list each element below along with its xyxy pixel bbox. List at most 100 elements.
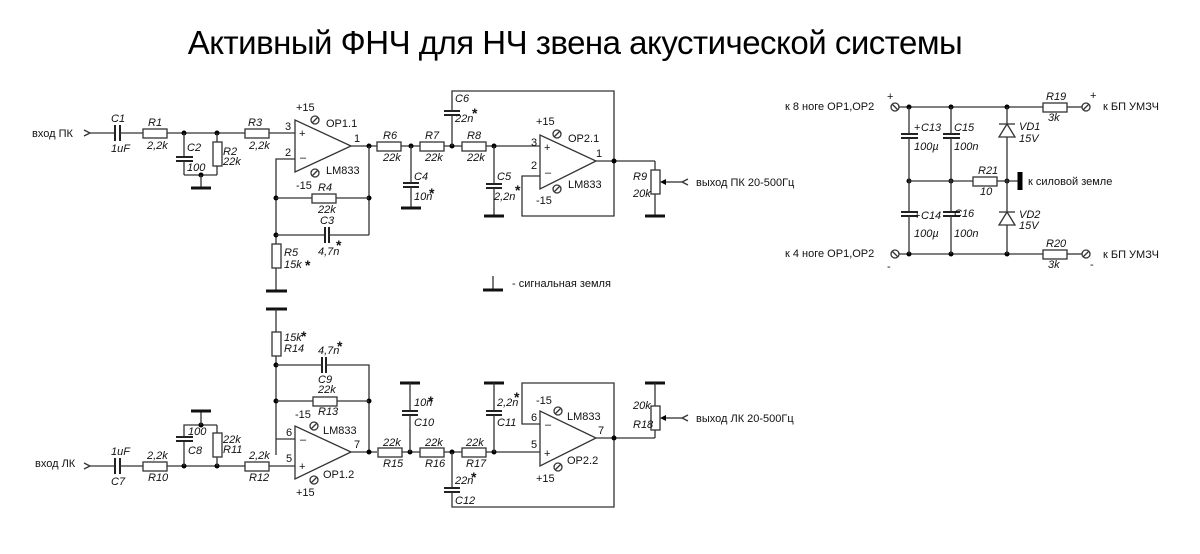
input-arrow-icon: [83, 129, 92, 137]
svg-text:*: *: [515, 182, 521, 198]
svg-text:LM833: LM833: [568, 179, 602, 191]
signal-ground-legend: - сигнальная земля: [483, 276, 611, 292]
svg-text:C4: C4: [414, 171, 428, 183]
svg-text:к силовой земле: к силовой земле: [1028, 176, 1112, 188]
svg-text:C15: C15: [954, 122, 975, 134]
capacitor-c10: 10n C10 *: [400, 381, 435, 452]
svg-text:2: 2: [531, 160, 537, 172]
svg-text:4,7n: 4,7n: [318, 345, 339, 357]
svg-text:+: +: [914, 210, 920, 222]
svg-text:+15: +15: [296, 487, 315, 499]
svg-text:100µ: 100µ: [914, 228, 939, 240]
resistor-r4: R4 22k: [276, 182, 369, 216]
resistor-r3: R3 2,2k: [244, 117, 270, 152]
resistor-r6: R6 22k: [376, 130, 402, 164]
resistor-r11: 22k R11: [212, 425, 242, 466]
svg-text:C7: C7: [111, 476, 126, 488]
svg-text:5: 5: [531, 439, 537, 451]
resistor-r12: 2,2k R12: [244, 450, 270, 484]
svg-text:+: +: [299, 128, 305, 140]
svg-text:2,2k: 2,2k: [146, 450, 168, 462]
svg-text:*: *: [336, 237, 342, 253]
svg-text:R20: R20: [1046, 238, 1067, 250]
svg-text:–: –: [545, 419, 552, 431]
capacitor-c15: C15 100n: [943, 107, 978, 212]
svg-text:*: *: [514, 389, 520, 405]
opamp-op2-1: + – 3 2 1 +15 -15 OP2.1 LM833: [531, 116, 602, 207]
capacitor-c6: C6 22n *: [444, 90, 615, 161]
svg-text:22k: 22k: [317, 384, 336, 396]
svg-text:- сигнальная земля: - сигнальная земля: [512, 278, 611, 290]
svg-text:3: 3: [285, 121, 291, 133]
svg-text:22k: 22k: [222, 156, 241, 168]
svg-text:+15: +15: [296, 102, 315, 114]
input-arrow-icon: [83, 462, 92, 470]
resistor-r16: 22k R16: [419, 437, 446, 470]
opamp-op2-2: – + 6 5 7 -15 +15 LM833 OP2.2: [531, 395, 604, 485]
svg-text:1: 1: [354, 133, 360, 145]
svg-text:6: 6: [286, 427, 292, 439]
svg-text:100: 100: [187, 162, 206, 174]
svg-text:R13: R13: [318, 406, 339, 418]
resistor-r7: R7 22k: [419, 130, 445, 164]
capacitor-c16: C16 100n: [943, 208, 978, 254]
capacitor-c1: C1 1uF: [111, 113, 131, 155]
svg-text:R11: R11: [223, 444, 242, 456]
svg-text:VD1: VD1: [1019, 121, 1040, 133]
capacitor-c9: 4,7n C9 *: [273, 338, 370, 451]
svg-text:10n: 10n: [414, 191, 432, 203]
svg-text:22k: 22k: [424, 152, 443, 164]
capacitor-c3: C3 4,7n *: [273, 215, 369, 258]
svg-text:C1: C1: [111, 113, 125, 125]
power-supply: к 8 ноге OP1,OP2 к 4 ноге OP1,OP2 + - + …: [785, 90, 1159, 273]
input-label-left: вход ЛК: [35, 458, 76, 470]
svg-text:-15: -15: [536, 195, 552, 207]
svg-text:+: +: [299, 461, 305, 473]
svg-text:*: *: [429, 185, 435, 201]
svg-text:1: 1: [596, 148, 602, 160]
svg-text:OP2.1: OP2.1: [568, 133, 599, 145]
svg-text:*: *: [305, 257, 311, 273]
zener-diode-vd2: VD2 15V: [997, 181, 1040, 254]
svg-text:22k: 22k: [382, 152, 401, 164]
svg-text:R15: R15: [383, 458, 404, 470]
svg-text:R19: R19: [1046, 91, 1066, 103]
capacitor-c2: C2 100: [176, 133, 206, 175]
svg-text:2,2n: 2,2n: [496, 397, 518, 409]
svg-text:C2: C2: [187, 142, 201, 154]
svg-text:–: –: [300, 152, 307, 164]
svg-text:22k: 22k: [465, 437, 484, 449]
svg-text:-: -: [1090, 259, 1094, 271]
resistor-r1: R1 2,2k: [142, 117, 168, 152]
svg-text:100µ: 100µ: [914, 141, 939, 153]
svg-text:R5: R5: [284, 247, 299, 259]
svg-text:+: +: [544, 142, 550, 154]
svg-text:R8: R8: [467, 130, 482, 142]
svg-text:R2: R2: [223, 146, 237, 158]
svg-text:+: +: [887, 91, 893, 103]
svg-text:2,2k: 2,2k: [146, 140, 168, 152]
svg-text:R3: R3: [248, 117, 263, 129]
resistor-r15: 22k R15: [377, 437, 404, 470]
svg-text:C3: C3: [320, 215, 335, 227]
svg-text:C10: C10: [414, 417, 435, 429]
resistor-r8: R8 22k: [461, 130, 487, 164]
svg-text:22k: 22k: [382, 437, 401, 449]
svg-text:C13: C13: [921, 122, 942, 134]
svg-text:*: *: [301, 328, 307, 344]
input-label-right: вход ПК: [32, 128, 73, 140]
svg-text:3k: 3k: [1048, 259, 1060, 271]
svg-text:2,2n: 2,2n: [493, 191, 515, 203]
svg-text:OP1.1: OP1.1: [326, 118, 357, 130]
svg-text:C16: C16: [954, 208, 975, 220]
svg-text:100: 100: [188, 426, 207, 438]
schematic-title: Активный ФНЧ для НЧ звена акустической с…: [187, 24, 963, 61]
svg-text:R10: R10: [148, 472, 169, 484]
svg-text:R9: R9: [633, 171, 647, 183]
svg-text:100n: 100n: [954, 228, 978, 240]
svg-text:R6: R6: [383, 130, 398, 142]
svg-text:R7: R7: [425, 130, 440, 142]
opamp-op1-2: – + 6 5 7 -15 +15 LM833 OP1.2: [286, 409, 360, 499]
svg-text:22k: 22k: [466, 152, 485, 164]
